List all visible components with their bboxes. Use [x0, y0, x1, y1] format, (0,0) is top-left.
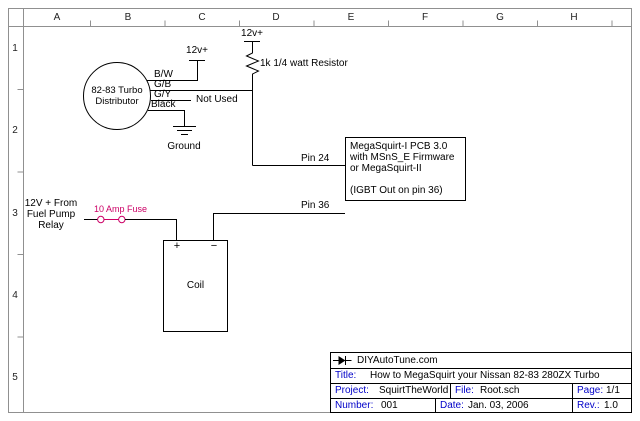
resistor-branch	[244, 41, 345, 166]
ruler-row-ticks	[17, 89, 24, 338]
megasquirt-line1: MegaSquirt-I PCB 3.0	[350, 141, 448, 152]
grid-col-label-e: E	[347, 12, 355, 23]
wire-pin36	[213, 213, 345, 240]
distributor-label: 82-83 Turbo Distributor	[84, 85, 150, 107]
coil-minus-terminal: −	[210, 240, 218, 252]
distributor-label-line2: Distributor	[95, 96, 139, 107]
grid-row-label-5: 5	[12, 372, 18, 383]
relay-label-line2: Fuel Pump	[26, 209, 76, 220]
distributor-label-line1: 82-83 Turbo	[91, 85, 143, 96]
file-value: Root.sch	[480, 385, 520, 396]
grid-col-label-g: G	[496, 12, 504, 23]
grid-col-label-h: H	[570, 12, 578, 23]
rev-label: Rev.:	[577, 400, 600, 411]
page-label: Page:	[577, 385, 604, 396]
date-value: Jan. 03, 2006	[468, 400, 529, 411]
relay-label-line1: 12V + From	[24, 198, 78, 209]
pin36-label: Pin 36	[301, 200, 330, 211]
title-label: Title:	[335, 370, 357, 381]
power-symbol-top	[244, 41, 260, 50]
company-name: DIYAutoTune.com	[357, 355, 438, 366]
distributor-wires	[147, 60, 253, 135]
pin24-label: Pin 24	[301, 153, 330, 164]
megasquirt-line2: with MSnS_E Firmware	[350, 152, 455, 163]
grid-row-label-2: 2	[12, 125, 18, 136]
title-value: How to MegaSquirt your Nissan 82-83 280Z…	[370, 370, 600, 381]
number-value: 001	[381, 400, 398, 411]
grid-col-label-f: F	[421, 12, 429, 23]
wire-label-gb: G/B	[154, 79, 172, 90]
wire-label-gy: G/Y	[154, 89, 172, 100]
distributor-circle	[83, 62, 151, 130]
ruler-column-ticks	[90, 20, 613, 27]
grid-col-label-d: D	[272, 12, 280, 23]
fuse-terminal-right	[118, 215, 126, 224]
wire-bw-to-12v	[147, 60, 205, 81]
wire-label-black: Black	[151, 99, 176, 110]
wire-black-to-ground	[148, 110, 185, 126]
sheet-border	[8, 8, 632, 413]
fuse-label: 10 Amp Fuse	[94, 204, 148, 214]
power-12v-label-top: 12v+	[241, 28, 263, 39]
power-12v-label-left: 12v+	[186, 45, 208, 56]
megasquirt-line4: (IGBT Out on pin 36)	[350, 185, 443, 196]
title-block-dividers-row4	[435, 398, 573, 413]
megasquirt-box-text: MegaSquirt-I PCB 3.0 with MSnS_E Firmwar…	[350, 141, 462, 196]
grid-row-label-4: 4	[12, 290, 18, 301]
grid-col-label-b: B	[124, 12, 132, 23]
coil-label: Coil	[186, 280, 205, 291]
not-used-label: Not Used	[196, 94, 238, 105]
diode-triangle	[338, 356, 346, 365]
megasquirt-spacer	[350, 174, 462, 185]
file-label: File:	[455, 385, 474, 396]
grid-row-label-3: 3	[12, 208, 18, 219]
resistor-label: 1k 1/4 watt Resistor	[260, 58, 348, 69]
wire-label-bw: B/W	[154, 69, 173, 80]
grid-col-label-a: A	[53, 12, 61, 23]
megasquirt-line3: or MegaSquirt-II	[350, 163, 422, 174]
title-block-dividers-row3	[450, 383, 573, 399]
resistor-symbol	[245, 50, 260, 76]
title-block-border	[330, 352, 632, 413]
fuse-terminal-left	[97, 215, 105, 224]
ground-label: Ground	[167, 141, 201, 152]
page-value: 1/1	[606, 385, 620, 396]
title-block-row-lines	[330, 368, 632, 399]
project-label: Project:	[335, 385, 369, 396]
wire-fuse-to-coil	[125, 219, 177, 240]
date-label: Date:	[440, 400, 464, 411]
megasquirt-box	[345, 137, 466, 201]
title-block-frame	[330, 352, 632, 413]
project-value: SquirtTheWorld	[379, 385, 449, 396]
grid-row-label-1: 1	[12, 43, 18, 54]
wire-pin24	[252, 76, 345, 166]
ground-symbol	[173, 126, 196, 135]
rev-value: 1.0	[604, 400, 618, 411]
coil-box	[163, 240, 228, 332]
sheet-border-and-rulers	[8, 8, 632, 413]
fuel-pump-relay-label: 12V + From Fuel Pump Relay	[18, 198, 84, 231]
coil-plus-terminal: +	[173, 240, 181, 252]
relay-label-line3: Relay	[38, 220, 64, 231]
grid-col-label-c: C	[198, 12, 206, 23]
number-label: Number:	[335, 400, 374, 411]
diode-logo-icon	[333, 356, 352, 365]
fuse-symbol	[97, 215, 126, 224]
